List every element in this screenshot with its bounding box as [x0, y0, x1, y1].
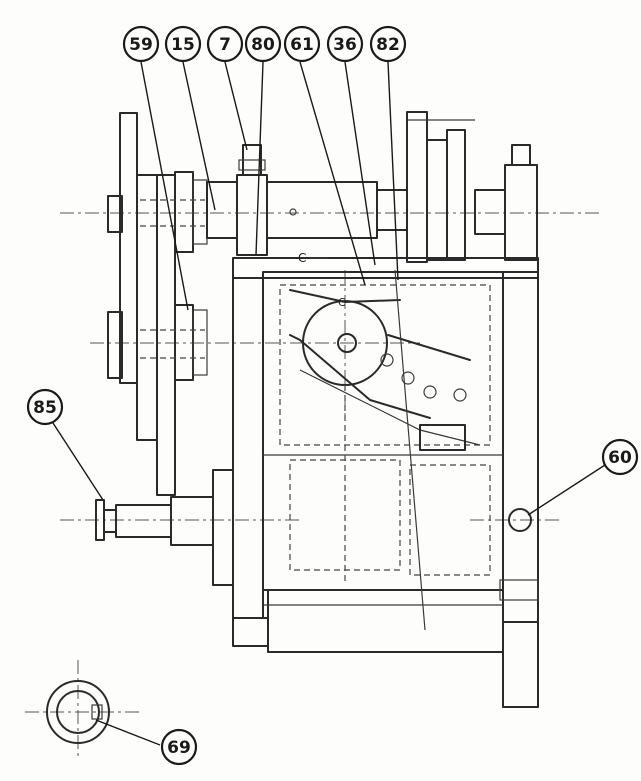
balloon-69-label: 69: [167, 738, 191, 758]
arrow-note-label: C: [298, 251, 306, 265]
balloon-80-label: 80: [251, 35, 275, 55]
keyed-washer-detail: [46, 680, 110, 744]
main-shaft: [206, 144, 506, 256]
main-frame: [212, 257, 539, 708]
balloon-82: 82: [369, 25, 407, 63]
balloon-61-label: 61: [290, 35, 314, 55]
balloon-85-label: 85: [33, 398, 57, 418]
arrow-note-label-2: C: [338, 296, 346, 309]
balloon-82-label: 82: [376, 35, 400, 55]
balloon-15: 15: [164, 25, 202, 63]
direction-notes: C C: [298, 251, 346, 309]
balloon-69: 69: [160, 728, 198, 766]
balloon-60: 60: [601, 438, 639, 476]
balloon-59-label: 59: [129, 35, 153, 55]
right-side-port: [499, 508, 539, 601]
balloon-80: 80: [244, 25, 282, 63]
balloon-85: 85: [26, 388, 64, 426]
internal-mechanism: [279, 269, 491, 631]
balloon-36: 36: [326, 25, 364, 63]
balloon-36-label: 36: [333, 35, 357, 55]
leader-lines: [52, 61, 606, 746]
balloon-59: 59: [122, 25, 160, 63]
balloon-7: 7: [206, 25, 244, 63]
left-pulley-assembly: [107, 112, 208, 496]
balloon-61: 61: [283, 25, 321, 63]
balloon-7-label: 7: [219, 35, 231, 55]
lower-handle-assembly: [95, 496, 214, 546]
right-bearing-towers: [406, 111, 538, 263]
balloon-15-label: 15: [171, 35, 195, 55]
balloon-60-label: 60: [608, 448, 632, 468]
